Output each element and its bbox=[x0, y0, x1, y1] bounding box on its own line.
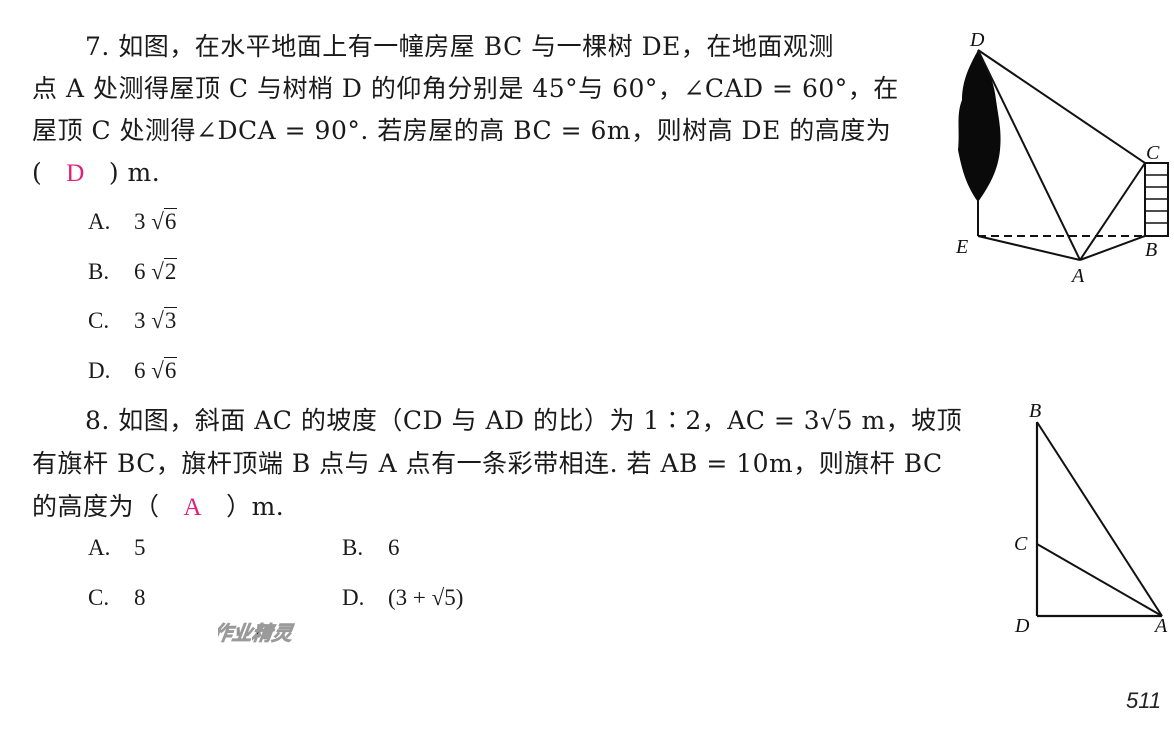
q7-option-c: C.3 √3 bbox=[88, 307, 178, 333]
option-label: D. bbox=[342, 585, 365, 610]
option-label: C. bbox=[88, 585, 110, 610]
q8-figure: B C D A bbox=[1014, 400, 1168, 637]
q8-option-b: B. 6 bbox=[342, 534, 400, 562]
label-a: A bbox=[1070, 265, 1085, 287]
option-radicand: 6 bbox=[163, 208, 178, 234]
watermark-text: 作业精灵 bbox=[218, 623, 294, 645]
q7-option-b: B.6 √2 bbox=[88, 258, 178, 284]
q7-line-4: ( D ) m. bbox=[32, 158, 160, 189]
option-label: A. bbox=[88, 209, 111, 234]
q7-paren-close: ) m. bbox=[108, 158, 161, 187]
option-label: A. bbox=[88, 535, 111, 560]
watermark: 作业精灵 bbox=[218, 622, 295, 645]
option-coef: 6 bbox=[134, 259, 146, 284]
q8-line-3: 的高度为（ A ）m. bbox=[32, 492, 284, 523]
q8-answer: A bbox=[183, 494, 203, 521]
label-d: D bbox=[1014, 615, 1030, 637]
q8-line-2: 有旗杆 BC，旗杆顶端 B 点与 A 点有一条彩带相连. 若 AB = 10m，… bbox=[32, 449, 943, 478]
q7-figure: D C E B A bbox=[955, 29, 1169, 287]
label-a: A bbox=[1153, 615, 1168, 637]
q7-paren-open: ( bbox=[32, 158, 43, 187]
q7-option-d: D.6 √6 bbox=[88, 357, 178, 383]
q8-line-1: 8. 如图，斜面 AC 的坡度（CD 与 AD 的比）为 1∶2，AC = 3√… bbox=[85, 406, 963, 435]
option-radicand: 3 bbox=[163, 307, 178, 333]
option-coef: 3 bbox=[134, 209, 146, 234]
option-label: D. bbox=[88, 358, 111, 383]
option-value: (3 + √5) bbox=[388, 585, 464, 610]
q7-line-1: 7. 如图，在水平地面上有一幢房屋 BC 与一棵树 DE，在地面观测 bbox=[85, 32, 834, 61]
option-value: 8 bbox=[134, 585, 146, 610]
q7-line-3: 屋顶 C 处测得∠DCA = 90°. 若房屋的高 BC = 6m，则树高 DE… bbox=[32, 116, 892, 145]
q8-option-a: A. 5 bbox=[88, 534, 146, 562]
option-label: B. bbox=[88, 259, 110, 284]
page-number: 511 bbox=[1126, 688, 1162, 713]
option-radicand: 6 bbox=[163, 357, 178, 383]
option-coef: 3 bbox=[134, 308, 146, 333]
q7-answer: D bbox=[66, 160, 85, 187]
tree-icon bbox=[958, 50, 1001, 202]
house-icon bbox=[1144, 162, 1169, 237]
label-c: C bbox=[1146, 142, 1160, 164]
q7-option-a: A.3 √6 bbox=[88, 208, 178, 234]
label-c: C bbox=[1014, 533, 1028, 555]
label-b: B bbox=[1029, 400, 1041, 422]
label-d: D bbox=[969, 29, 985, 51]
option-radicand: 2 bbox=[163, 258, 178, 284]
q8-option-c: C. 8 bbox=[88, 584, 146, 612]
q8-suffix: ）m. bbox=[226, 492, 285, 521]
option-label: C. bbox=[88, 308, 110, 333]
q8-prefix: 的高度为（ bbox=[32, 492, 160, 521]
label-b: B bbox=[1145, 239, 1157, 261]
q8-option-d: D. (3 + √5) bbox=[342, 584, 463, 612]
option-value: 5 bbox=[134, 535, 146, 560]
option-label: B. bbox=[342, 535, 364, 560]
q7-line-2: 点 A 处测得屋顶 C 与树梢 D 的仰角分别是 45°与 60°，∠CAD =… bbox=[32, 74, 899, 103]
option-coef: 6 bbox=[134, 358, 146, 383]
label-e: E bbox=[955, 236, 968, 258]
option-value: 6 bbox=[388, 535, 400, 560]
